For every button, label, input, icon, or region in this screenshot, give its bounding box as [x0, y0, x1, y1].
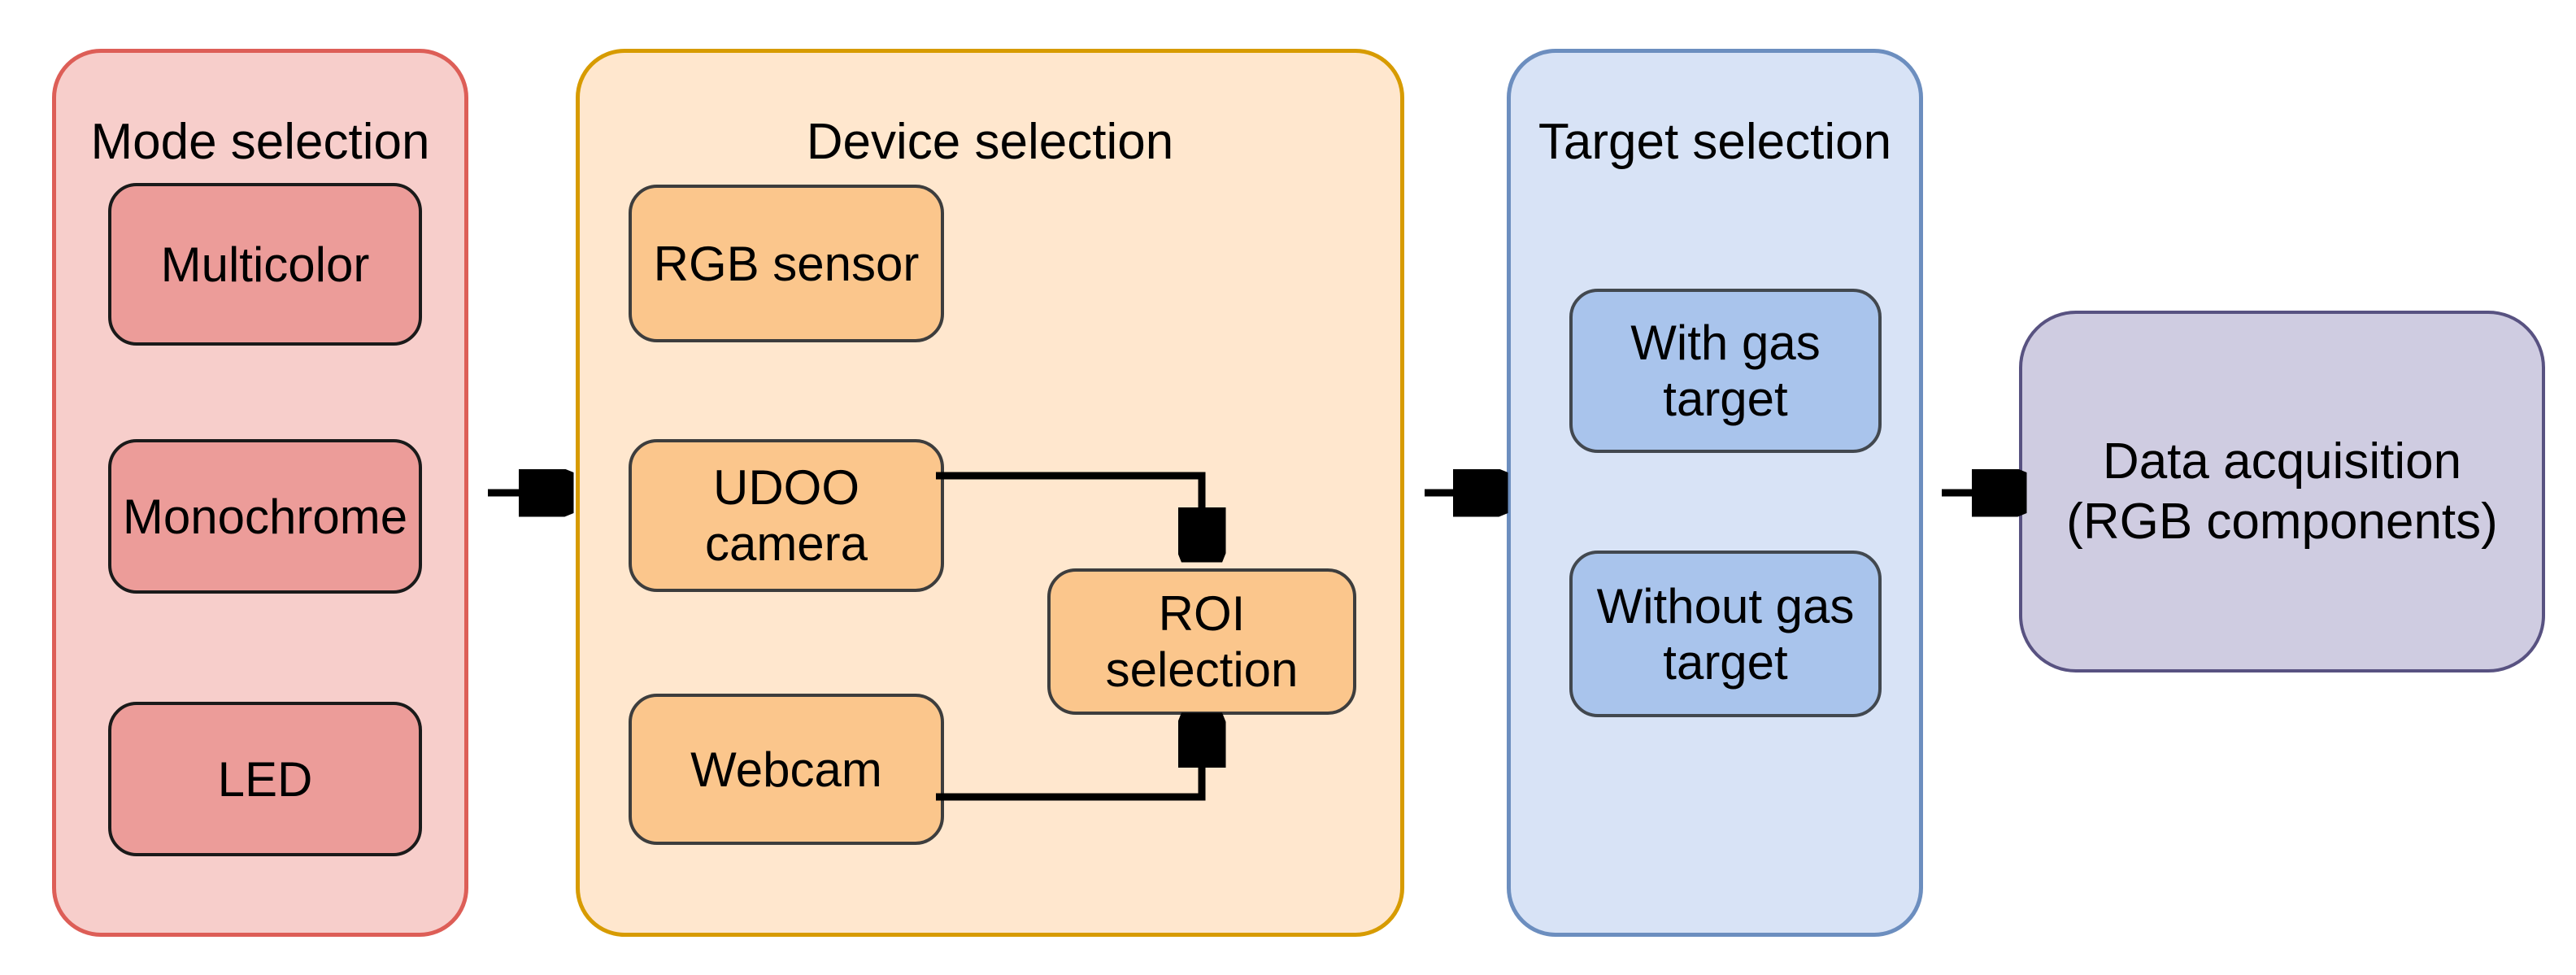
node-roi-selection-label: ROI selection [1105, 586, 1299, 697]
panel-mode-selection: Mode selection Multicolor Monochrome LED [52, 49, 468, 937]
node-monochrome-label: Monochrome [122, 489, 408, 544]
panel-target-selection: Target selection With gas target Without… [1507, 49, 1923, 937]
node-rgb-sensor: RGB sensor [629, 185, 944, 342]
node-udoo-camera-label: UDOO camera [704, 460, 868, 571]
panel-title-mode-selection: Mode selection [90, 114, 430, 170]
node-multicolor-label: Multicolor [160, 237, 370, 292]
node-led-label: LED [217, 751, 313, 807]
node-udoo-camera: UDOO camera [629, 439, 944, 592]
node-webcam: Webcam [629, 694, 944, 845]
node-with-gas-target: With gas target [1569, 289, 1882, 453]
node-rgb-sensor-label: RGB sensor [653, 236, 920, 291]
node-roi-selection: ROI selection [1047, 568, 1356, 715]
node-led: LED [108, 702, 422, 856]
node-data-acquisition: Data acquisition (RGB components) [2019, 311, 2545, 672]
node-with-gas-target-label: With gas target [1630, 316, 1821, 426]
node-webcam-label: Webcam [690, 742, 882, 797]
panel-title-target-selection: Target selection [1538, 114, 1892, 170]
panel-device-selection: Device selection RGB sensor UDOO camera … [576, 49, 1404, 937]
node-monochrome: Monochrome [108, 439, 422, 594]
node-data-acquisition-label: Data acquisition (RGB components) [2066, 433, 2498, 550]
node-without-gas-target-label: Without gas target [1596, 578, 1855, 690]
node-without-gas-target: Without gas target [1569, 551, 1882, 717]
panel-title-device-selection: Device selection [806, 114, 1174, 170]
node-multicolor: Multicolor [108, 183, 422, 346]
